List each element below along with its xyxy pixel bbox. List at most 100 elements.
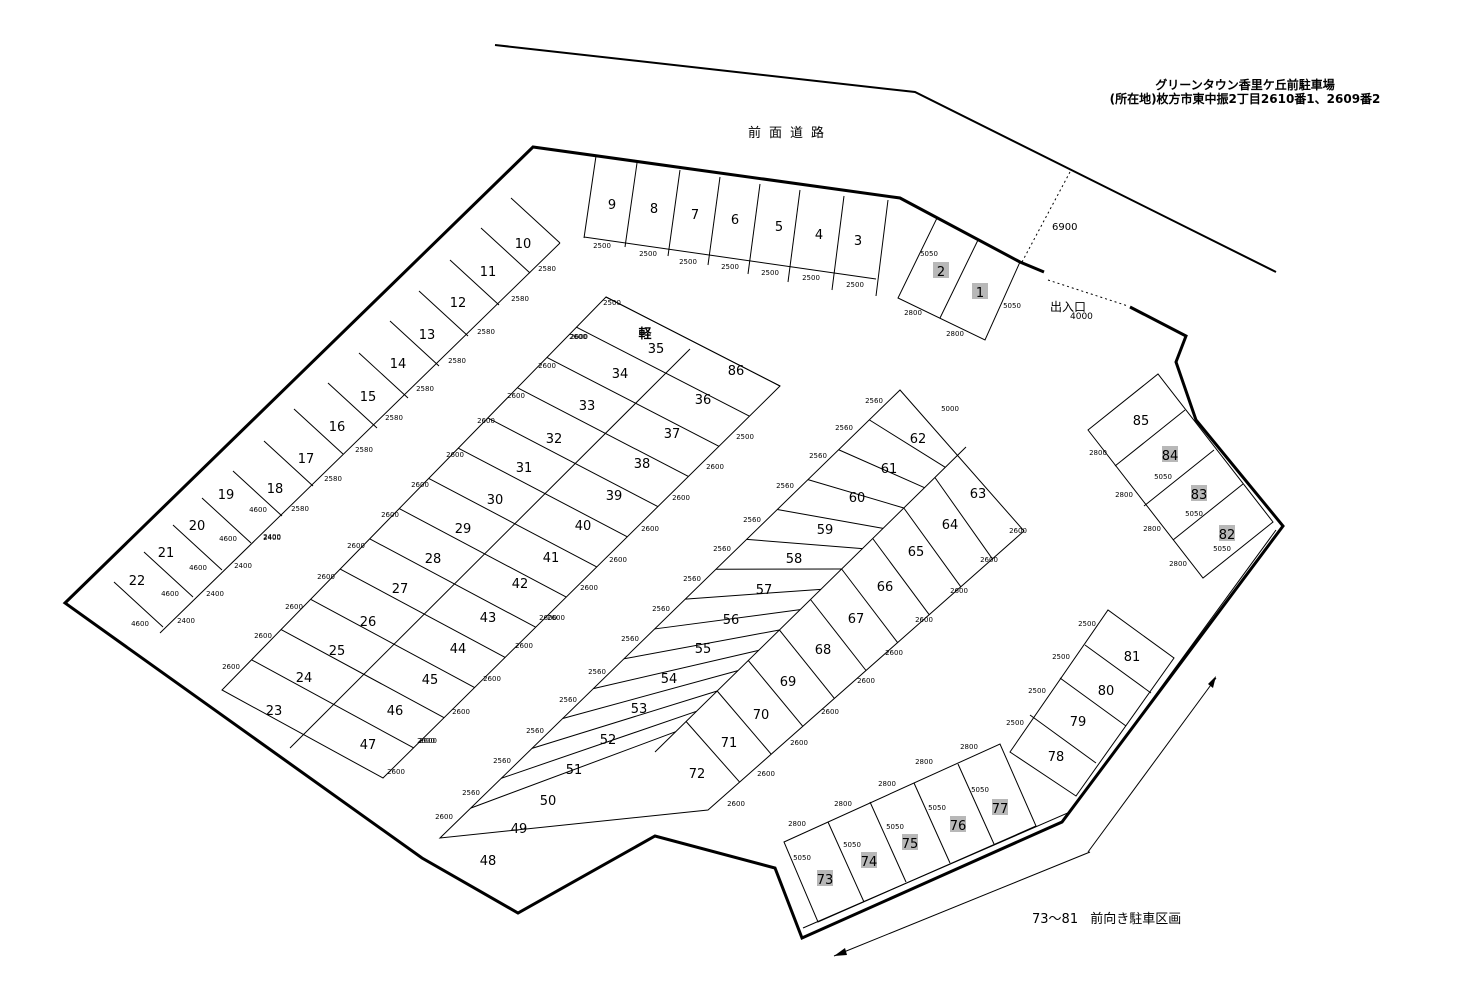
dimension-label: 2600 xyxy=(477,417,495,425)
spot-number: 71 xyxy=(721,736,738,751)
dimension-label: 2560 xyxy=(835,424,853,432)
lot-name: グリーンタウン香里ケ丘前駐車場 xyxy=(1155,78,1335,92)
shaded-spot-marker xyxy=(950,816,966,832)
shaded-spot-marker xyxy=(817,870,833,886)
spot-divider xyxy=(263,440,314,487)
spot-number: 69 xyxy=(780,675,797,690)
spot-number: 11 xyxy=(480,265,497,280)
dimension-label: 5050 xyxy=(1154,473,1172,481)
spot-number: 54 xyxy=(661,672,678,687)
spot-divider xyxy=(593,649,759,690)
spot-number: 10 xyxy=(515,237,532,252)
spot-divider xyxy=(807,479,904,509)
dimension-label: 2600 xyxy=(285,603,303,611)
shaded-spot-marker xyxy=(972,283,988,299)
spot-divider xyxy=(576,326,750,417)
spot-divider xyxy=(1029,714,1097,764)
spot-divider xyxy=(654,609,801,630)
dimension-label: 5050 xyxy=(1185,510,1203,518)
dimension-label: 2600 xyxy=(483,675,501,683)
spot-number: 32 xyxy=(546,432,563,447)
dimension-label: 2400 xyxy=(263,533,281,541)
dimension-label: 2560 xyxy=(588,668,606,676)
dimension-label: 2600 xyxy=(821,708,839,716)
spot-number: 46 xyxy=(387,704,404,719)
dimension-label: 2580 xyxy=(511,295,529,303)
spot-number: 8 xyxy=(650,202,658,217)
spot-number: 12 xyxy=(450,296,467,311)
spot-divider xyxy=(562,670,739,720)
dimension-label: 4600 xyxy=(249,506,267,514)
spot-divider xyxy=(1143,449,1215,507)
spot-number: 52 xyxy=(600,733,617,748)
front-parking-range: 73～81 xyxy=(1032,912,1079,927)
spot-divider xyxy=(487,417,659,508)
dimension-label: 2500 xyxy=(679,258,697,266)
dimension-label: 2560 xyxy=(776,482,794,490)
shaded-spot-marker xyxy=(992,799,1008,815)
spot-divider xyxy=(327,382,378,429)
spot-number: 53 xyxy=(631,702,648,717)
spot-number: 25 xyxy=(329,644,346,659)
spot-number: 76 xyxy=(950,819,967,834)
dimension-label: 5050 xyxy=(1003,302,1021,310)
dimension-label: 2600 xyxy=(1009,527,1027,535)
spot-number: 50 xyxy=(540,794,557,809)
dimension-label: 2580 xyxy=(385,414,403,422)
shaded-spot-marker xyxy=(1162,446,1178,462)
dimension-label: 2580 xyxy=(355,446,373,454)
dimension-label: 2600 xyxy=(641,525,659,533)
spot-number: 24 xyxy=(296,671,313,686)
spot-divider xyxy=(875,199,889,297)
spot-divider xyxy=(746,538,863,550)
front-parking-label: 前向き駐車区画 xyxy=(1090,912,1182,927)
dimension-label: 2500 xyxy=(802,274,820,282)
dimension-label: 2560 xyxy=(683,575,701,583)
front-parking-note: 73～81 前向き駐車区画 xyxy=(1032,908,1181,927)
spot-number: 35 xyxy=(648,342,665,357)
spot-divider xyxy=(583,155,597,239)
dimension-label: 2560 xyxy=(493,757,511,765)
spot-number: 75 xyxy=(902,837,919,852)
spot-divider xyxy=(903,507,962,588)
dimension-label: 2560 xyxy=(526,727,544,735)
arrowhead-left xyxy=(834,948,847,956)
spot-number: 33 xyxy=(579,399,596,414)
spot-divider xyxy=(339,568,506,658)
dimension-label: 2600 xyxy=(515,642,533,650)
dimension-label: 2600 xyxy=(757,770,775,778)
spot-number: 20 xyxy=(189,519,206,534)
spot-divider xyxy=(517,387,689,477)
spot-divider xyxy=(869,419,946,468)
shaded-spot-marker xyxy=(1191,485,1207,501)
spot-number: 47 xyxy=(360,738,377,753)
spot-number: 28 xyxy=(425,552,442,567)
dimension-label: 2600 xyxy=(570,333,588,341)
dimension-label: 2600 xyxy=(538,362,556,370)
spot-number: 23 xyxy=(266,704,283,719)
spot-divider xyxy=(838,449,925,489)
spot-number: 18 xyxy=(267,482,284,497)
spot-number: 78 xyxy=(1048,750,1065,765)
spot-divider xyxy=(841,568,898,643)
kei-mark: 軽 xyxy=(638,326,652,342)
direction-arrow-left xyxy=(833,851,1091,957)
spot-divider xyxy=(143,551,194,598)
spot-number: 66 xyxy=(877,580,894,595)
spot-number: 77 xyxy=(992,802,1009,817)
dimension-label: 2400 xyxy=(177,617,195,625)
dimension-label: 2600 xyxy=(885,649,903,657)
spot-number: 14 xyxy=(390,357,407,372)
dimension-label: 2500 xyxy=(1078,620,1096,628)
dimension-label: 2600 xyxy=(347,542,365,550)
spot-number: 59 xyxy=(817,523,834,538)
spot-number: 86 xyxy=(728,364,745,379)
dimension-label: 2800 xyxy=(788,820,806,828)
spot-number: 13 xyxy=(419,328,436,343)
dimension-label: 2600 xyxy=(446,451,464,459)
spot-back-line xyxy=(159,242,561,634)
dimension-label: 5050 xyxy=(971,786,989,794)
road-edge xyxy=(494,44,1277,273)
spot-divider xyxy=(779,629,835,699)
